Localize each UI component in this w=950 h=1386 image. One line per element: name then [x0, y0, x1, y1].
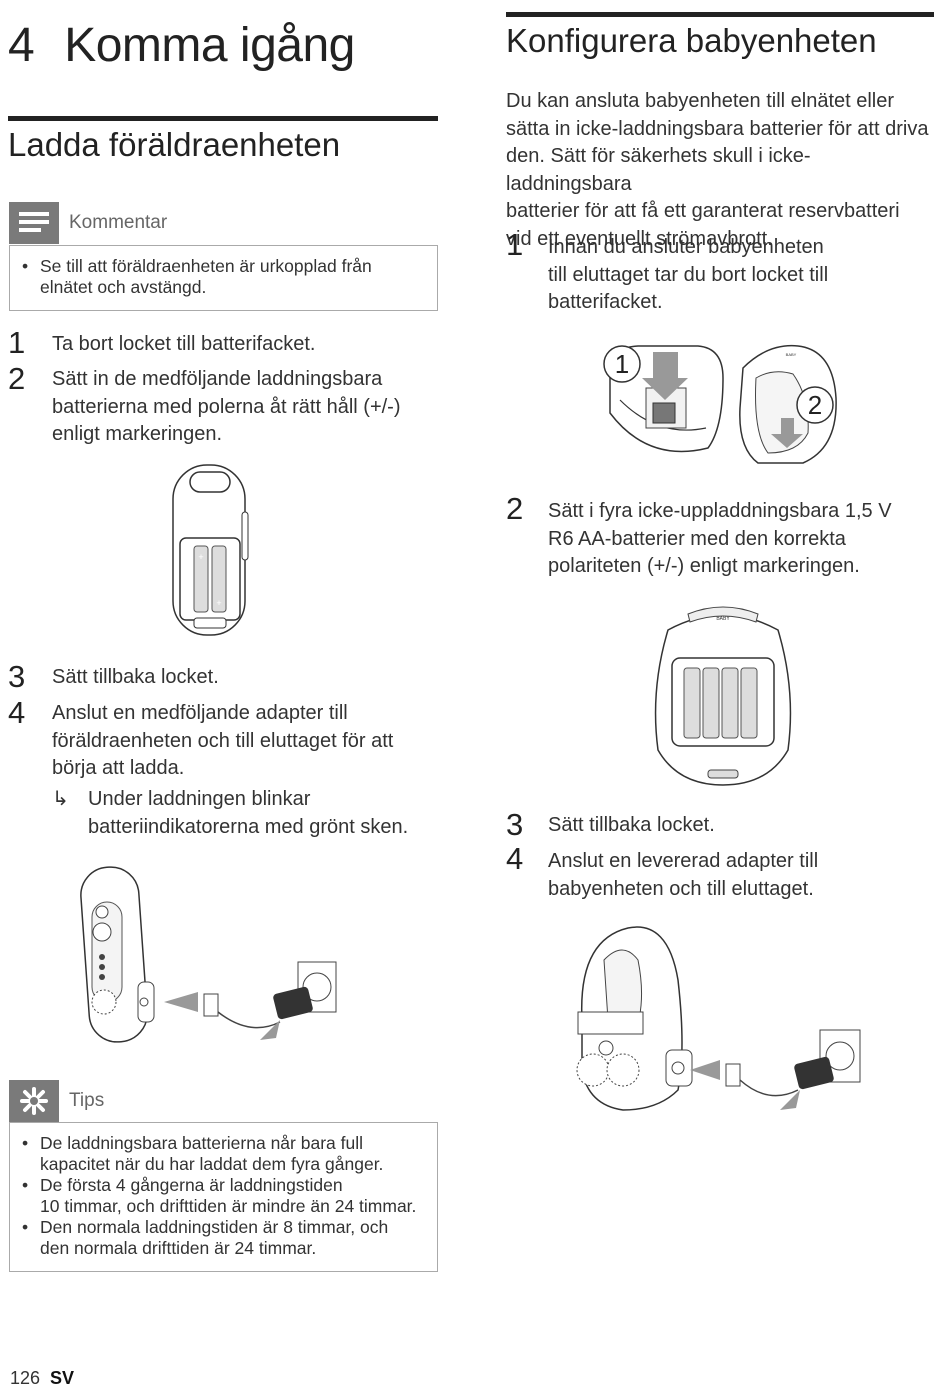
- tips-item: De första 4 gångerna är laddningstiden 1…: [10, 1175, 437, 1217]
- note-header: Kommentar: [9, 202, 167, 244]
- parent-unit-battery-illustration: + +: [168, 460, 258, 640]
- baby-unit-battery-illustration: BABY: [648, 600, 798, 788]
- left-top-rule: [8, 116, 438, 121]
- tips-item: Den normala laddningstiden är 8 timmar, …: [10, 1217, 437, 1259]
- step-item: 2 Sätt in de medföljande laddningsbara b…: [8, 361, 401, 445]
- tips-item: De laddningsbara batterierna når bara fu…: [10, 1133, 437, 1175]
- left-steps-b: 3 Sätt tillbaka locket. 4 Anslut en medf…: [8, 659, 438, 842]
- page-number: 126: [10, 1368, 41, 1386]
- baby-unit-cover-illustration: 1 BABY 2: [598, 338, 848, 468]
- note-label: Kommentar: [69, 212, 168, 233]
- right-top-rule: [506, 12, 934, 17]
- step-result: ↳ Under laddningen blinkar batteriindika…: [52, 788, 409, 838]
- star-icon: [9, 1080, 59, 1122]
- chapter-title: 4 Komma igång: [8, 18, 355, 73]
- right-step-3: 3 Sätt tillbaka locket.: [506, 807, 715, 842]
- chapter-title-text: Komma igång: [64, 19, 355, 72]
- step-item: 3 Sätt tillbaka locket.: [8, 659, 219, 694]
- parent-unit-charging-illustration: [80, 862, 350, 1047]
- svg-text:BABY: BABY: [786, 352, 797, 357]
- svg-text:BABY: BABY: [716, 616, 730, 622]
- baby-unit-charging-illustration: [568, 920, 868, 1115]
- svg-text:+: +: [198, 552, 203, 562]
- svg-text:2: 2: [808, 390, 822, 420]
- right-intro: Du kan ansluta babyenheten till elnätet …: [506, 90, 929, 250]
- svg-text:1: 1: [615, 349, 629, 379]
- right-step-2: 2 Sätt i fyra icke-uppladdningsbara 1,5 …: [506, 491, 892, 577]
- result-arrow-icon: ↳: [52, 788, 69, 810]
- note-box: Se till att föräldraenheten är urkopplad…: [9, 245, 438, 311]
- step-item: 1 Ta bort locket till batterifacket.: [8, 325, 316, 360]
- right-section-title: Konfigurera babyenheten: [506, 22, 877, 59]
- svg-text:+: +: [216, 598, 221, 608]
- page-footer: 126 SV: [10, 1368, 74, 1386]
- tips-label: Tips: [69, 1090, 105, 1111]
- left-section-title: Ladda föräldraenheten: [8, 126, 341, 163]
- tips-header: Tips: [9, 1080, 104, 1122]
- tips-box: De laddningsbara batterierna når bara fu…: [9, 1122, 438, 1272]
- note-item: Se till att föräldraenheten är urkopplad…: [10, 256, 400, 298]
- right-step-4: 4 Anslut en levererad adapter till babye…: [506, 841, 819, 900]
- language-code: SV: [50, 1368, 75, 1386]
- left-steps-a: 1 Ta bort locket till batterifacket. 2 S…: [8, 325, 438, 452]
- right-step-1: 1 Innan du ansluter babyenheten till elu…: [506, 227, 829, 313]
- note-icon: [9, 202, 59, 244]
- chapter-number: 4: [8, 19, 35, 72]
- step-item: 4 Anslut en medföljande adapter till för…: [8, 695, 394, 779]
